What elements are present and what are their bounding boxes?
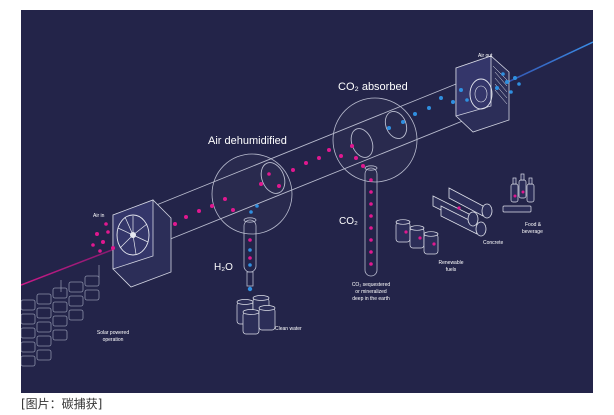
carbon-capture-diagram: Air in Air out Air dehumidified CO₂ abso… — [21, 41, 593, 367]
h2o-label: H₂O — [214, 262, 233, 273]
air-out-label: Air out — [478, 53, 493, 59]
outlet-fan-icon — [455, 55, 510, 133]
food-beverage-label-line1: Food & — [525, 222, 542, 228]
co2-pipe-icon — [364, 165, 378, 277]
food-beverage-label-line2: beverage — [522, 229, 543, 235]
bottles-icon — [502, 173, 535, 213]
co2-absorbed-label: CO₂ absorbed — [338, 81, 408, 93]
renewable-fuels-label-line1: Renewable — [438, 260, 463, 266]
solar-panel-icon — [21, 265, 100, 367]
co2-sequestered-label-line1: CO₂ sequestered — [352, 282, 391, 288]
image-caption: [图片：碳捕获] — [21, 397, 103, 411]
incoming-air-stream — [21, 247, 118, 286]
fuel-barrels-icon — [395, 219, 439, 255]
air-particles — [249, 72, 521, 214]
concrete-pipes-icon — [432, 187, 493, 237]
concrete-label: Concrete — [483, 240, 504, 246]
clean-water-label: Clean water — [275, 326, 302, 332]
air-in-label: Air in — [93, 213, 105, 219]
water-pipe-icon — [243, 217, 257, 292]
air-dehumidified-label: Air dehumidified — [208, 135, 287, 147]
inlet-fan-icon — [112, 199, 172, 288]
solar-label-line1: Solar powered — [97, 330, 129, 336]
capture-pipe — [148, 81, 476, 243]
co2-particles — [91, 144, 365, 253]
carbon-capture-illustration: Air in Air out Air dehumidified CO₂ abso… — [21, 10, 593, 393]
renewable-fuels-label-line2: fuels — [446, 267, 457, 273]
dehumidify-magnifier-icon — [211, 153, 293, 235]
co2-label: CO₂ — [339, 216, 358, 227]
water-barrels-icon — [236, 295, 276, 335]
co2-sequestered-label-line2: or mineralized — [355, 289, 387, 295]
absorb-magnifier-icon — [332, 97, 418, 183]
solar-label-line2: operation — [103, 337, 124, 343]
co2-sequestered-label-line3: deep in the earth — [352, 296, 390, 302]
